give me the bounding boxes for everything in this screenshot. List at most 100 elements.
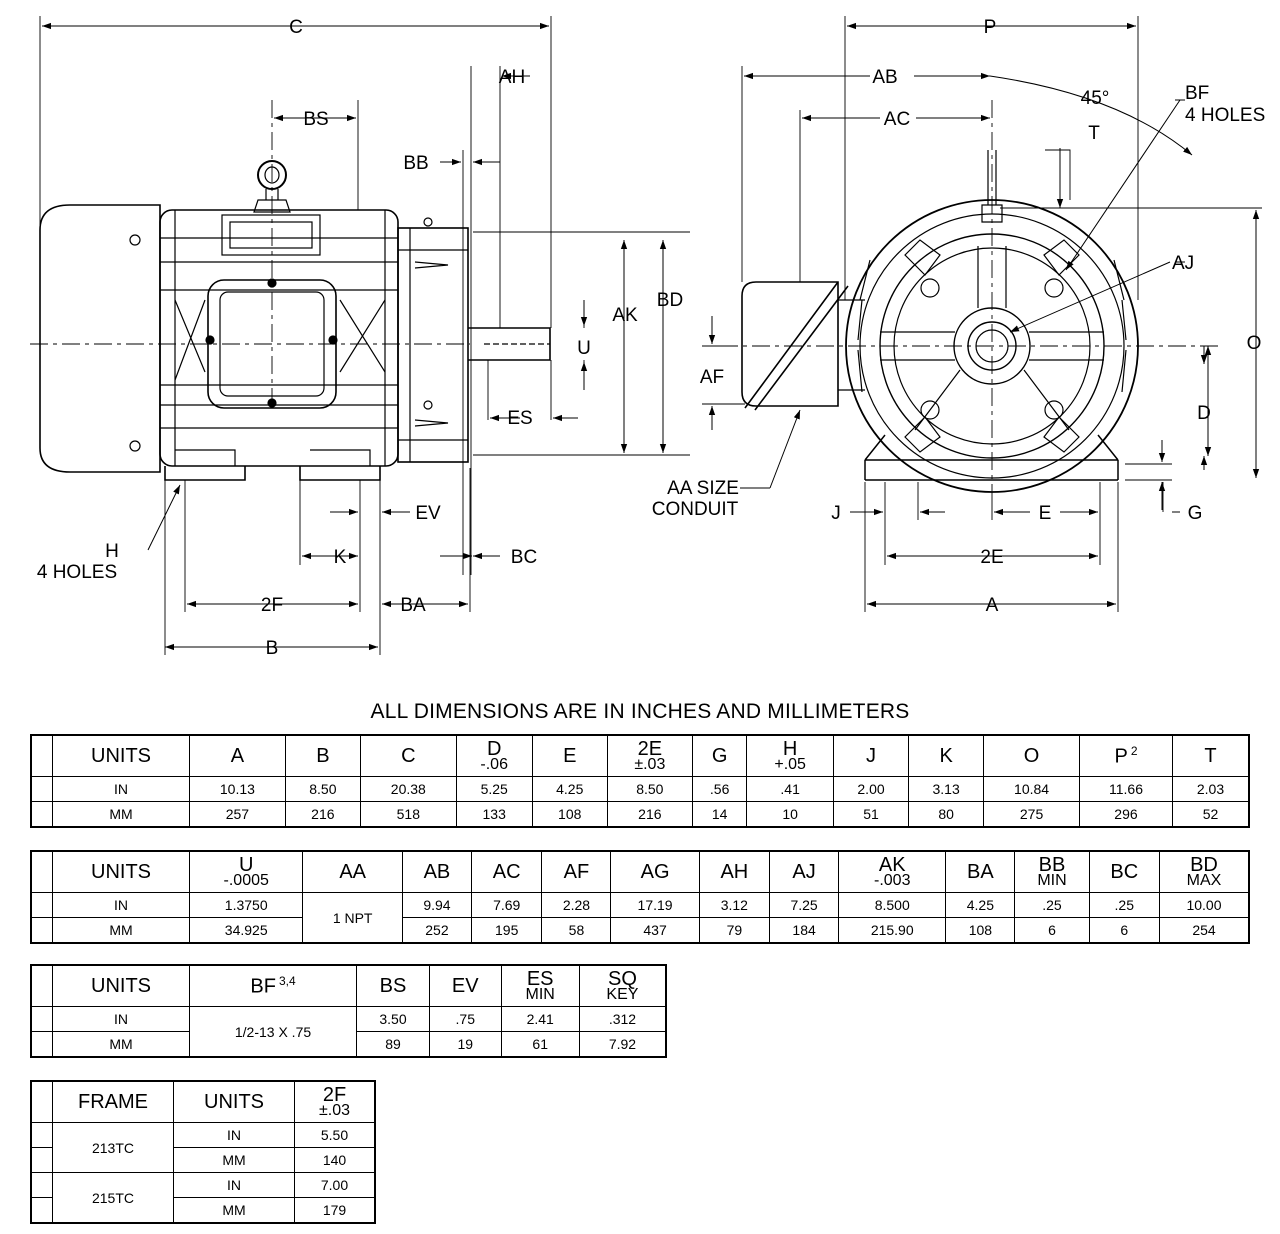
dim-label-c: C	[289, 17, 303, 38]
header-main: UNITS	[91, 861, 151, 883]
column-header-ac: AC	[470, 850, 543, 893]
table-gutter	[30, 1122, 53, 1148]
units-cell: IN	[52, 776, 190, 802]
value-cell: 4.25	[945, 892, 1016, 918]
dim-label-bs: BS	[303, 109, 328, 130]
column-header-j: J	[832, 734, 910, 777]
frame-cell: 213TC	[52, 1122, 174, 1173]
column-header-2e: 2E±.03	[606, 734, 693, 777]
header-main: AH	[720, 861, 749, 883]
dim-label-g: G	[1188, 503, 1203, 524]
header-main: BA	[967, 861, 994, 883]
dim-label-af: AF	[700, 367, 724, 388]
value-cell: 1 NPT	[302, 892, 403, 944]
dim-label-ba: BA	[400, 595, 426, 616]
value-cell: 89	[356, 1031, 430, 1058]
value-cell: 2.28	[541, 892, 612, 918]
table-gutter	[30, 1080, 53, 1123]
value-cell: 4.25	[531, 776, 608, 802]
table-gutter	[30, 1147, 53, 1173]
dim-label-aa-size: AA SIZE	[667, 478, 739, 499]
side-view	[30, 100, 551, 481]
header-tolerance: KEY	[606, 986, 639, 1003]
header-main: BC	[1110, 861, 1139, 883]
column-header-af: AF	[541, 850, 612, 893]
value-cell: 5.50	[294, 1122, 376, 1148]
column-header-ab: AB	[401, 850, 472, 893]
header-tolerance: -.0005	[223, 872, 269, 889]
value-cell: 8.50	[284, 776, 361, 802]
column-header-g: G	[691, 734, 748, 777]
header-main: C	[401, 745, 416, 767]
value-cell: 2.41	[500, 1006, 580, 1032]
value-cell: 51	[832, 801, 910, 828]
column-header-o: O	[983, 734, 1080, 777]
column-header-d: D-.06	[455, 734, 533, 777]
value-cell: 296	[1078, 801, 1174, 828]
table-gutter	[30, 734, 53, 777]
value-cell: 8.50	[606, 776, 693, 802]
dim-label-h-holes: 4 HOLES	[37, 562, 117, 583]
header-main: D	[486, 738, 502, 760]
value-cell: 10.00	[1159, 892, 1250, 918]
dim-label-aj: AJ	[1172, 253, 1194, 274]
header-main: AJ	[792, 861, 816, 883]
column-header-aj: AJ	[769, 850, 840, 893]
value-cell: 179	[294, 1197, 376, 1224]
value-cell: 3.50	[356, 1006, 430, 1032]
dim-label-ev: EV	[415, 503, 441, 524]
header-footnote: 3,4	[278, 974, 296, 989]
header-main: AF	[563, 861, 590, 883]
value-cell: 2.00	[832, 776, 910, 802]
column-header-u: U-.0005	[188, 850, 304, 893]
header-main: UNITS	[91, 975, 151, 997]
table-header-row: FRAME UNITS 2F ±.03	[30, 1080, 376, 1123]
value-cell: 3.12	[698, 892, 771, 918]
header-main: UNITS	[91, 745, 151, 767]
value-cell: 2.03	[1172, 776, 1250, 802]
dim-label-e: E	[1039, 503, 1052, 524]
units-cell: MM	[52, 917, 190, 944]
header-tolerance: -.003	[874, 872, 911, 889]
table-row: 213TC IN 5.50	[30, 1122, 376, 1173]
value-cell: .41	[746, 776, 834, 802]
dim-label-2e: 2E	[980, 547, 1003, 568]
column-header-ag: AG	[610, 850, 700, 893]
table-gutter	[30, 964, 53, 1007]
header-main: 2F	[322, 1084, 347, 1106]
dim-label-d: D	[1197, 403, 1211, 424]
dim-label-bd: BD	[657, 290, 683, 311]
dim-label-u: U	[577, 338, 591, 359]
dim-label-t: T	[1088, 123, 1100, 144]
header-tolerance: ±.03	[318, 1102, 351, 1119]
header-main: EV	[451, 975, 479, 997]
table-gutter	[30, 1172, 53, 1198]
value-cell: 61	[500, 1031, 580, 1058]
table-row: MM 140	[30, 1147, 376, 1173]
table-gutter	[30, 776, 53, 802]
column-header-aa: AA	[302, 850, 403, 893]
units-cell: IN	[52, 892, 190, 918]
value-cell: 275	[983, 801, 1080, 828]
header-main: BF	[250, 975, 276, 998]
units-cell: IN	[173, 1172, 295, 1198]
header-footnote: 2	[1130, 744, 1138, 759]
table-row: MM 179	[30, 1197, 376, 1224]
value-cell: 5.25	[455, 776, 533, 802]
value-cell: 7.25	[769, 892, 840, 918]
dim-label-k: K	[334, 547, 347, 568]
table-row: 215TC IN 7.00	[30, 1172, 376, 1224]
units-cell: IN	[173, 1122, 295, 1148]
dim-label-b: B	[266, 638, 279, 659]
header-main: AC	[492, 861, 521, 883]
table-gutter	[30, 917, 53, 944]
value-cell: 19	[428, 1031, 502, 1058]
header-main: B	[316, 745, 330, 767]
